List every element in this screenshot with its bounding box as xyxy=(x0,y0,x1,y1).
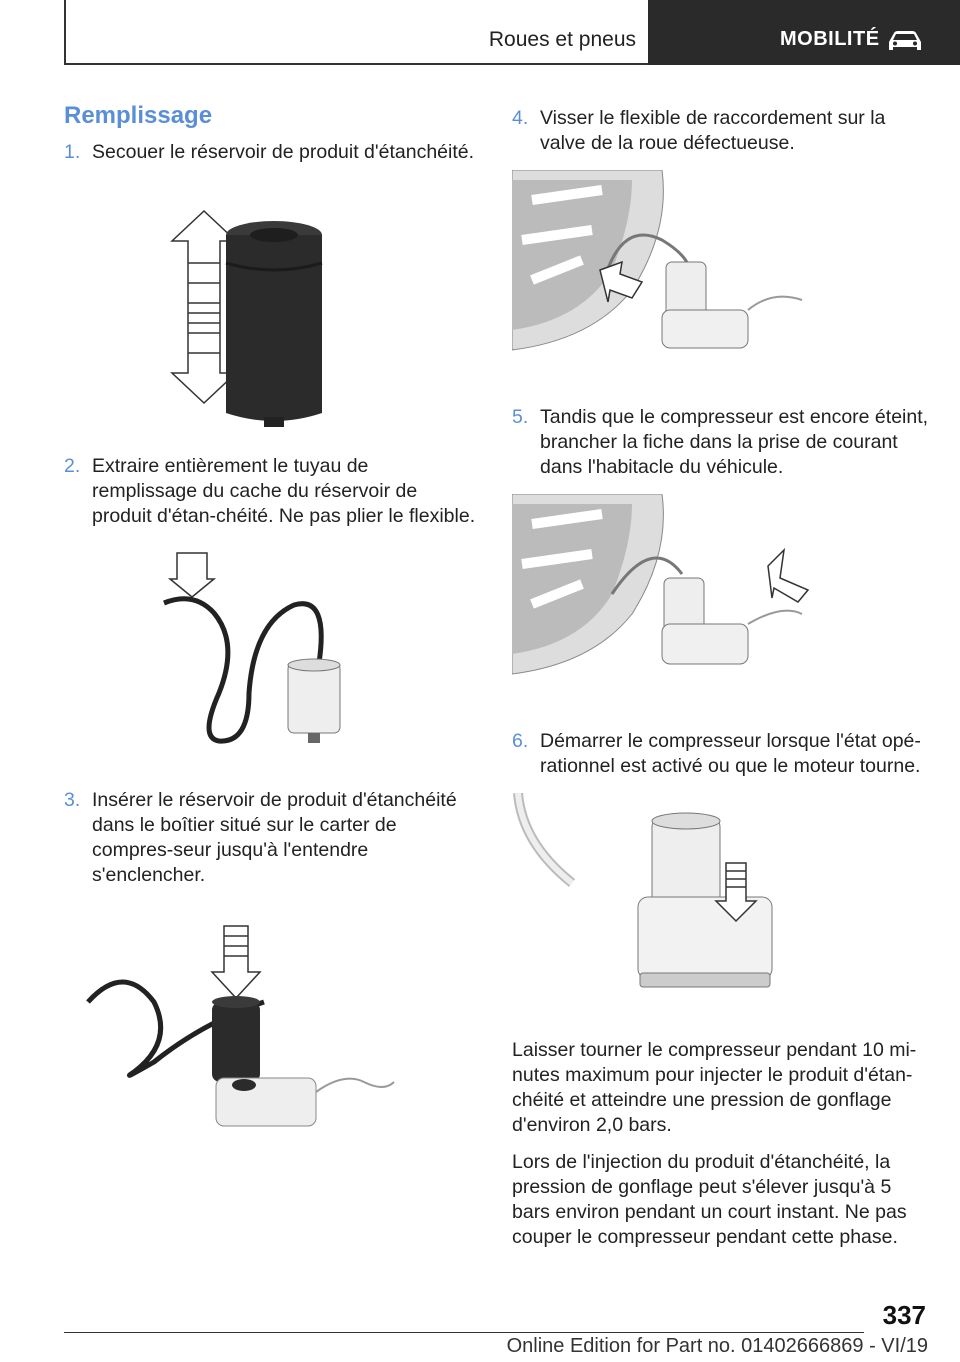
step-5: 5. Tandis que le compresseur est encore … xyxy=(512,405,932,480)
left-column: Remplissage 1. Secouer le réservoir de p… xyxy=(64,100,476,1137)
page-number: 337 xyxy=(882,1300,926,1330)
step-text: Secouer le réservoir de produit d'étanch… xyxy=(92,141,475,163)
step-number: 1. xyxy=(64,141,81,163)
step-text: Insérer le réservoir de produit d'étanch… xyxy=(92,789,457,886)
step-text: Tandis que le compresseur est encore éte… xyxy=(540,406,929,478)
footer-rule xyxy=(64,1332,864,1333)
figure-extract-hose xyxy=(163,552,341,744)
section-title: Roues et pneus xyxy=(488,28,636,51)
right-column: 4. Visser le flexible de raccordement su… xyxy=(511,106,932,1250)
figure-screw-hose-valve xyxy=(511,169,803,351)
paragraph-duration: Laisser tourner le compresseur pendant 1… xyxy=(512,1039,917,1136)
step-6: 6. Démarrer le compresseur lorsque l'éta… xyxy=(512,729,932,779)
footer-edition: Online Edition for Part no. 01402666869 … xyxy=(506,1335,928,1357)
figure-shake-canister xyxy=(170,209,323,427)
figure-start-compressor xyxy=(513,792,773,988)
step-number: 3. xyxy=(64,789,81,811)
figure-insert-canister xyxy=(86,925,395,1127)
step-text: Extraire entièrement le tuyau de remplis… xyxy=(92,455,476,527)
step-number: 6. xyxy=(512,730,529,752)
paragraph-pressure: Lors de l'injection du produit d'étanché… xyxy=(512,1151,907,1248)
step-number: 5. xyxy=(512,406,529,428)
header-rule-left xyxy=(64,0,66,64)
step-1: 1. Secouer le réservoir de produit d'éta… xyxy=(64,140,476,165)
step-4: 4. Visser le flexible de raccordement su… xyxy=(512,106,932,156)
car-icon xyxy=(889,31,921,50)
step-text: Démarrer le compresseur lorsque l'état o… xyxy=(540,730,921,777)
step-2: 2. Extraire entièrement le tuyau de remp… xyxy=(64,454,476,529)
step-number: 4. xyxy=(512,107,529,129)
page-heading: Remplissage xyxy=(64,102,213,129)
chapter-tab-label: MOBILITÉ xyxy=(780,28,880,50)
step-number: 2. xyxy=(64,455,81,477)
step-3: 3. Insérer le réservoir de produit d'éta… xyxy=(64,788,476,888)
figure-plug-in-socket xyxy=(511,493,810,675)
header-rule-bottom xyxy=(64,63,648,65)
step-text: Visser le flexible de raccordement sur l… xyxy=(540,107,886,154)
